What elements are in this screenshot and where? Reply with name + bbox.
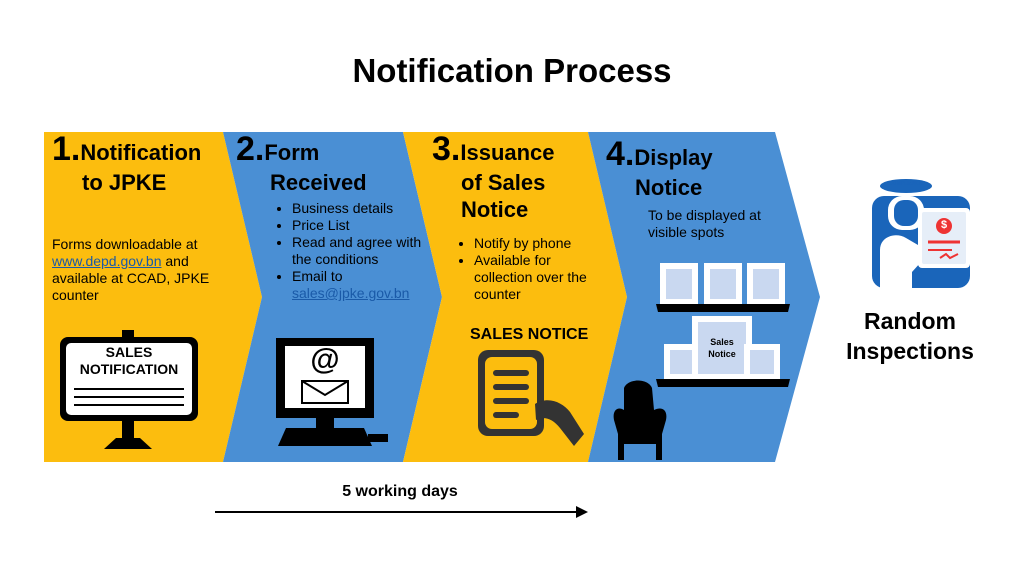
sales-notification-sign: SALES NOTIFICATION [66, 344, 192, 378]
frame-line1: Sales [710, 337, 734, 347]
step-2-bullet: Read and agree with the conditions [292, 234, 426, 268]
step-1-text-before-link: Forms downloadable at [52, 236, 198, 252]
step-3-chevron [403, 132, 627, 462]
step-2-bullet: Business details [292, 200, 426, 217]
step-2-header: 2.Form Received [236, 130, 396, 196]
step-2-heading-line1: Form [264, 140, 320, 165]
step-2-number: 2. [236, 130, 265, 168]
at-symbol: @ [310, 343, 340, 376]
step-1-header: 1.Notification to JPKE [52, 130, 217, 196]
step-3-bullet: Available for collection over the counte… [474, 252, 608, 303]
page-title: Notification Process [352, 52, 672, 89]
signboard-icon [60, 330, 198, 449]
step-1-number: 1. [52, 130, 81, 168]
sign-line2: NOTIFICATION [79, 361, 179, 377]
sales-notice-frame: Sales Notice [698, 336, 746, 360]
email-link[interactable]: sales@jpke.gov.bn [292, 285, 410, 301]
step-1-text-after-link: and available at CCAD, JPKE counter [52, 253, 210, 303]
step-2-heading-line2: Received [270, 170, 367, 195]
computer-email-icon [276, 338, 388, 446]
step-4-text: To be displayed at visible spots [648, 207, 761, 240]
document-hand-icon [478, 350, 584, 446]
step-1-heading-line1: Notification [80, 140, 202, 165]
step-3-header: 3.Issuance of Sales Notice [432, 130, 592, 223]
random-line2: Inspections [846, 338, 974, 364]
depd-link[interactable]: www.depd.gov.bn [52, 253, 162, 269]
step-3-text: Notify by phone Available for collection… [458, 235, 608, 303]
dollar-symbol: $ [940, 219, 948, 231]
inspector-icon [872, 176, 970, 288]
timeline-label: 5 working days [342, 483, 458, 500]
random-line1: Random [864, 308, 956, 334]
step-4-number: 4. [606, 135, 635, 173]
timeline-arrow [215, 506, 588, 518]
step-3-bullet: Notify by phone [474, 235, 608, 252]
step-2-bullet: Price List [292, 217, 426, 234]
step-3-number: 3. [432, 130, 461, 168]
frame-line2: Notice [708, 349, 736, 359]
random-inspections: Random Inspections [830, 306, 990, 366]
step-2-text: Business details Price List Read and agr… [276, 200, 426, 302]
step-4-heading-line2: Notice [635, 175, 703, 200]
step-3-heading-line2: of Sales [461, 170, 546, 195]
step-3-heading-line3: Notice [461, 197, 529, 222]
display-shelf-icon [613, 263, 790, 460]
step-4-heading-line1: Display [634, 145, 713, 170]
email-label: Email to [292, 268, 343, 284]
step-1-text: Forms downloadable at www.depd.gov.bn an… [52, 236, 222, 304]
sales-notice-label: SALES NOTICE [470, 326, 589, 343]
sign-line1: SALES [105, 344, 153, 360]
step-3-heading-line1: Issuance [460, 140, 555, 165]
step-1-heading-line2: to JPKE [82, 170, 167, 195]
compliance-badge: COMPLIANCE [889, 181, 923, 187]
step-4-header: 4.Display Notice [606, 135, 766, 201]
